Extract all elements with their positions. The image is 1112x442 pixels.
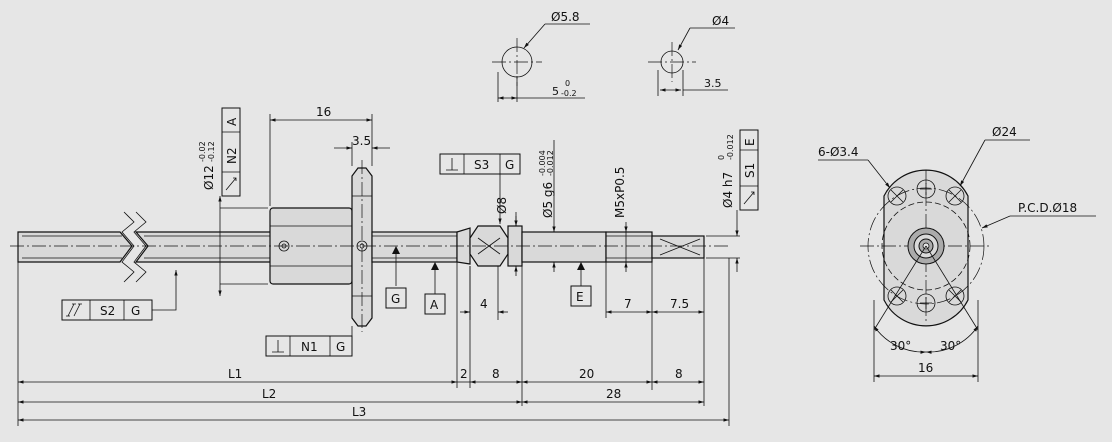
flange-dimensions: 16 3.5 <box>269 105 390 206</box>
dim-8b: 8 <box>675 367 683 381</box>
journal-h7-dimension: Ø4 h7 0 -0.012 S1 E <box>706 129 759 272</box>
fcf-s3-tol: S3 <box>474 158 489 172</box>
dim-l2: L2 <box>262 387 276 401</box>
hole-large-offset: 5 <box>552 85 559 98</box>
dim-2: 2 <box>460 367 468 381</box>
hole-large-tol-lower: -0.2 <box>561 89 577 98</box>
datum-tags: G A E <box>385 246 592 315</box>
fcf-n2-tol: N2 <box>225 147 239 164</box>
short-dimensions: 4 7 7.5 <box>460 258 705 406</box>
fcf-s2-datum: G <box>131 304 140 318</box>
fcf-n1: N1 G <box>265 326 353 357</box>
fcf-n2-datum: A <box>225 117 239 126</box>
end-view-holes: 6-Ø3.4 <box>818 145 859 159</box>
runout-icon <box>743 191 755 205</box>
fcf-n1-datum: G <box>336 340 345 354</box>
thread-label: M5xP0.5 <box>613 167 627 218</box>
bearing-8-diameter: Ø8 <box>495 197 509 214</box>
journal-g6-diameter: Ø5 g6 <box>541 182 555 218</box>
total-runout-icon <box>66 303 82 317</box>
journal-h7-tol-upper: 0 <box>717 155 726 160</box>
end-view-outer: Ø24 <box>992 125 1017 139</box>
datum-a: A <box>430 298 439 312</box>
fcf-s1-datum: E <box>743 138 757 146</box>
overall-dimensions: L1 2 8 20 8 L2 28 L3 <box>17 258 730 426</box>
journal-g6-tol-lower: -0.012 <box>546 150 555 176</box>
hole-detail-small: Ø4 3.5 <box>648 14 735 96</box>
fcf-s2: S2 G <box>61 270 178 321</box>
dim-28: 28 <box>606 387 621 401</box>
fcf-n2-frame <box>221 107 241 197</box>
dim-l3: L3 <box>352 405 366 419</box>
fcf-s3: S3 G <box>439 153 521 224</box>
end-view: 6-Ø3.4 Ø24 P.C.D.Ø18 30° 30° 16 <box>818 125 1096 382</box>
journal-h7-tol-lower: -0.012 <box>726 134 735 160</box>
hole-small-diameter: Ø4 <box>712 14 729 28</box>
fcf-s3-datum: G <box>505 158 514 172</box>
bearing-8-length: 4 <box>480 297 488 311</box>
perpendicularity-icon <box>272 340 284 353</box>
hole-large-tol-upper: 0 <box>565 79 570 88</box>
journal-g6-dimension: Ø5 g6 -0.004 -0.012 <box>538 140 556 272</box>
fcf-s1-tol: S1 <box>743 163 757 178</box>
dim-l1: L1 <box>228 367 242 381</box>
datum-e: E <box>576 290 584 304</box>
flange-width: 16 <box>316 105 331 119</box>
ball-screw-assembly <box>10 160 730 332</box>
perpendicularity-icon <box>446 158 458 171</box>
end-view-angle-left: 30° <box>890 339 911 353</box>
hole-large-diameter: Ø5.8 <box>551 10 580 24</box>
journal-h7-diameter: Ø4 h7 <box>721 172 735 208</box>
shaft-diameter: Ø12 <box>202 165 216 190</box>
thread-dimension: M5xP0.5 <box>613 167 628 272</box>
shaft-tol-lower: -0.12 <box>207 141 216 162</box>
runout-icon <box>225 177 237 191</box>
flange-thickness: 3.5 <box>352 134 371 148</box>
hole-detail-large: Ø5.8 5 0 -0.2 <box>492 10 590 102</box>
dim-8a: 8 <box>492 367 500 381</box>
shaft-diameter-dimension: Ø12 -0.02 -0.12 N2 A <box>198 107 268 296</box>
end-view-angle-right: 30° <box>940 339 961 353</box>
end-view-width: 16 <box>918 361 933 375</box>
dim-20: 20 <box>579 367 594 381</box>
bearing-8-dimension: Ø8 <box>495 197 518 276</box>
hole-small-offset: 3.5 <box>704 77 722 90</box>
journal-g6-tol-upper: -0.004 <box>538 150 547 176</box>
shaft-tol-upper: -0.02 <box>198 141 207 162</box>
journal-h7-length: 7.5 <box>670 297 689 311</box>
thread-length: 7 <box>624 297 632 311</box>
fcf-n1-tol: N1 <box>301 340 318 354</box>
fcf-s2-tol: S2 <box>100 304 115 318</box>
datum-g: G <box>391 292 400 306</box>
end-view-pcd: P.C.D.Ø18 <box>1018 201 1077 215</box>
